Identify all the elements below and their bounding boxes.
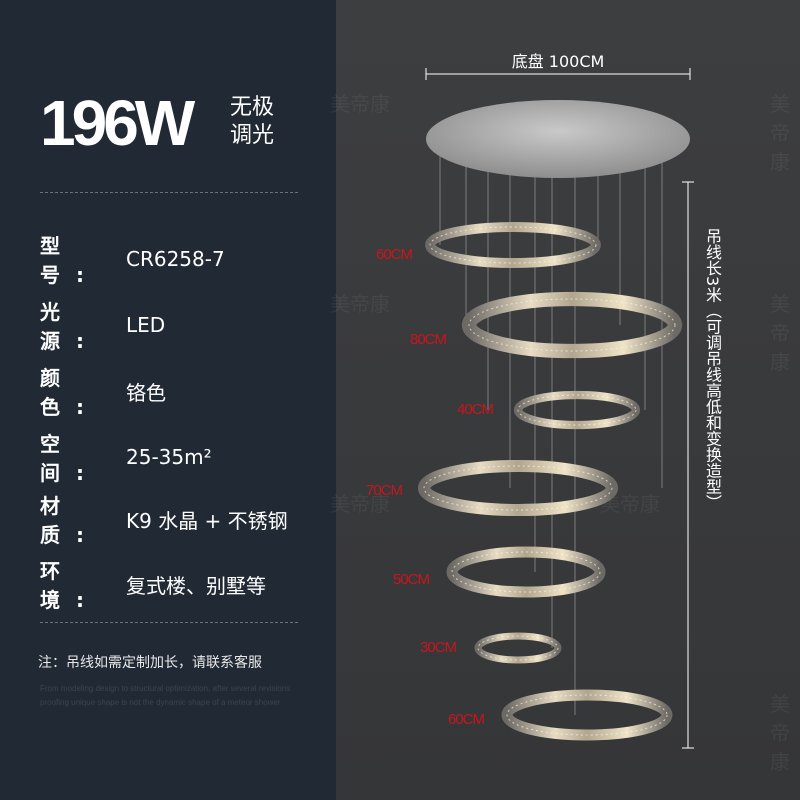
spec-key: 光源: bbox=[40, 300, 100, 353]
crystal-ring bbox=[461, 291, 683, 359]
canopy bbox=[426, 100, 690, 178]
spec-row: 型号: CR6258-7 bbox=[40, 230, 225, 288]
crystal-ring bbox=[425, 222, 601, 268]
divider bbox=[40, 622, 298, 623]
watermark: 美帝康 bbox=[770, 292, 790, 374]
crystal-ring bbox=[474, 632, 562, 664]
watermark: 美帝康 bbox=[330, 292, 390, 316]
divider bbox=[40, 192, 298, 193]
watermark: 美帝康 bbox=[770, 692, 790, 774]
spec-key: 环境: bbox=[40, 559, 100, 612]
spec-key: 材质: bbox=[40, 494, 100, 547]
spec-row: 环境: 复式楼、别墅等 bbox=[40, 555, 266, 613]
spec-row: 颜色: 铬色 bbox=[40, 362, 166, 420]
crystal-ring bbox=[446, 546, 606, 598]
spec-value: CR6258-7 bbox=[126, 247, 225, 271]
watermark: 美帝康 bbox=[330, 92, 390, 116]
spec-key: 型号: bbox=[40, 234, 100, 287]
power-rating: 196W bbox=[40, 87, 195, 159]
spec-row: 空间: 25-35m² bbox=[40, 428, 212, 486]
spec-row: 材质: K9 水晶 + 不锈钢 bbox=[40, 490, 288, 548]
spec-value: 25-35m² bbox=[126, 445, 212, 469]
spec-value: 铬色 bbox=[126, 380, 166, 405]
feature-line: 调光 bbox=[230, 123, 275, 148]
ring-size-label: 40CM bbox=[457, 401, 494, 418]
ring-size-label: 60CM bbox=[448, 711, 485, 728]
spec-panel bbox=[0, 0, 336, 800]
watermark: 美帝康 bbox=[330, 492, 390, 516]
crystal-ring bbox=[417, 459, 619, 517]
canopy-size-label: 底盘 100CM bbox=[511, 52, 605, 71]
ring-size-label: 50CM bbox=[393, 571, 430, 588]
english-tagline: From modeling design to structural optim… bbox=[40, 684, 291, 707]
feature-line: 无极 bbox=[230, 95, 275, 120]
cable-length-label: 吊线长3米（可调吊线高低和变换造型） bbox=[703, 228, 722, 511]
spec-row: 光源: LED bbox=[40, 296, 165, 354]
ring-size-label: 30CM bbox=[420, 639, 457, 656]
spec-value: K9 水晶 + 不锈钢 bbox=[126, 508, 288, 533]
ring-size-label: 70CM bbox=[366, 482, 403, 499]
crystal-ring bbox=[513, 390, 641, 430]
ring-size-label: 60CM bbox=[376, 246, 413, 263]
spec-value: LED bbox=[126, 313, 166, 337]
watermark: 美帝康 bbox=[770, 92, 790, 174]
spec-key: 空间: bbox=[40, 432, 100, 485]
note: 注：吊线如需定制加长，请联系客服 bbox=[38, 655, 262, 671]
spec-key: 颜色: bbox=[40, 366, 100, 419]
crystal-ring bbox=[501, 689, 673, 741]
dimming-feature: 无极调光 bbox=[230, 94, 274, 150]
ring-size-label: 80CM bbox=[410, 331, 447, 348]
spec-value: 复式楼、别墅等 bbox=[126, 573, 266, 598]
